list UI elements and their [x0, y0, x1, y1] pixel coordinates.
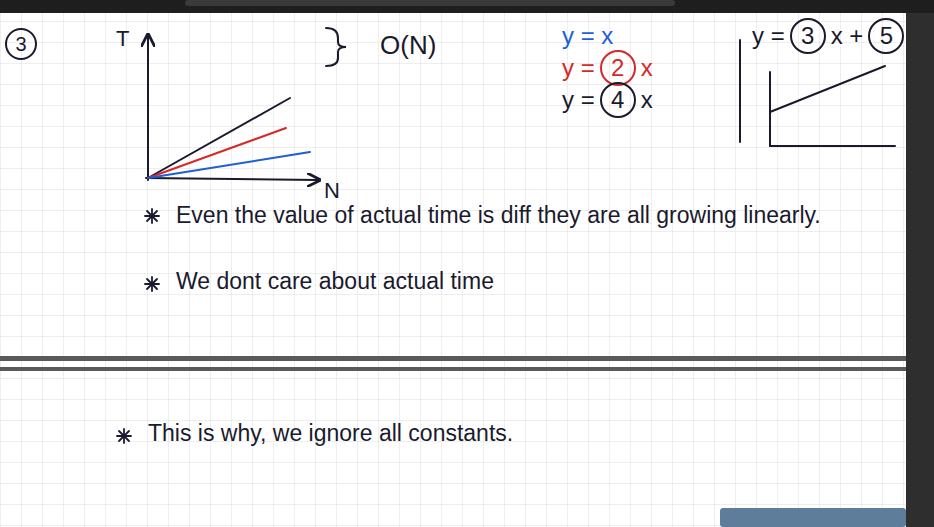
- note-text: Even the value of actual time is diff th…: [176, 198, 876, 232]
- small-y-axis: [769, 72, 771, 146]
- equation-part: y =: [562, 86, 595, 115]
- bullet-star: [145, 277, 159, 291]
- equation-row: y = 3 x + 5: [752, 18, 904, 54]
- top-tab: [185, 0, 675, 6]
- divider-band: [0, 356, 906, 361]
- number-text: 3: [15, 34, 26, 54]
- circled-number: 2: [600, 50, 636, 86]
- small-x-axis: [770, 145, 895, 147]
- small-graph-line: [770, 66, 885, 112]
- axis-label: T: [116, 26, 129, 52]
- circled-number: 5: [868, 18, 904, 54]
- equation-row: y = 2x: [562, 50, 653, 86]
- t-axis: [147, 36, 149, 180]
- divider-band: [0, 367, 906, 371]
- note-text: This is why, we ignore all constants.: [148, 420, 513, 448]
- equation-row: y = x: [562, 22, 613, 51]
- bullet-star: [145, 209, 159, 223]
- video-thumbnail: [720, 508, 906, 527]
- equation-part: y =: [752, 22, 785, 51]
- graph-line-red: [148, 128, 286, 178]
- bullet-star: [117, 429, 131, 443]
- number-text: 2: [611, 56, 624, 80]
- curly-brace: [326, 28, 346, 66]
- number-text: 4: [611, 88, 624, 112]
- complexity-label: O(N): [380, 30, 436, 61]
- equation-part: y =: [562, 54, 595, 83]
- equation-part: x: [641, 54, 653, 83]
- equation-row: y = 4x: [562, 82, 653, 118]
- number-text: 5: [880, 24, 893, 48]
- number-text: 3: [801, 24, 814, 48]
- note-text: We dont care about actual time: [176, 268, 494, 296]
- circled-number: 3: [5, 28, 37, 60]
- separator-line: [739, 40, 741, 142]
- n-axis: [146, 178, 318, 180]
- graph-line-blue: [148, 152, 310, 178]
- axis-label: N: [324, 178, 340, 204]
- equation-part: x +: [831, 22, 864, 51]
- side-strip: [906, 13, 934, 527]
- top-bar: [0, 0, 934, 13]
- circled-number: 4: [600, 82, 636, 118]
- equation-part: x: [641, 86, 653, 115]
- circled-number: 3: [790, 18, 826, 54]
- equation-part: y = x: [562, 22, 613, 51]
